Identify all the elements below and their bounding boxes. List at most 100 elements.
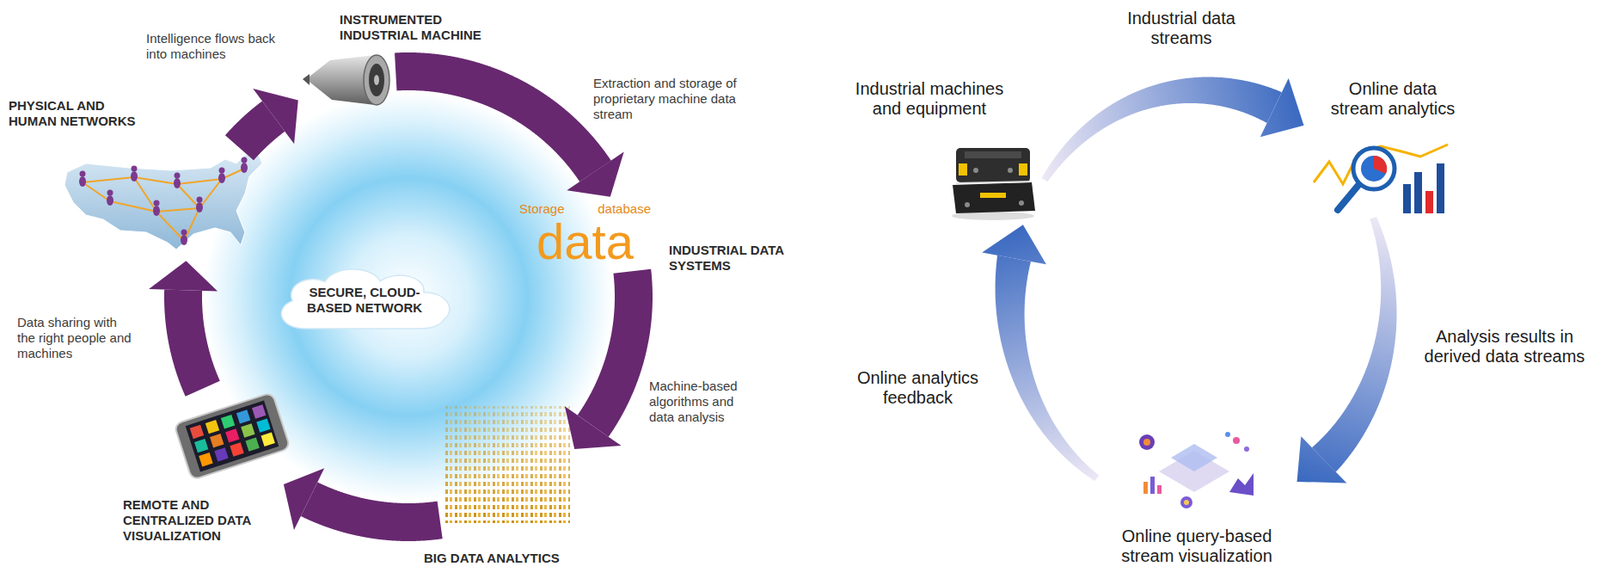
- device-top: [956, 147, 1030, 183]
- person-body: [153, 205, 160, 216]
- app-icon: [190, 424, 204, 439]
- person-head: [174, 172, 181, 179]
- person-head: [196, 196, 203, 203]
- data-dot: [1225, 431, 1231, 437]
- industrial-device: [951, 147, 1036, 221]
- app-icon: [209, 433, 224, 448]
- node-heading: INDUSTRIAL DATA SYSTEMS: [668, 242, 785, 274]
- arrow-head: [564, 405, 622, 449]
- cloud-word: Storage: [519, 201, 565, 217]
- mini-donut: [1180, 496, 1193, 509]
- pie-chart: [1360, 155, 1387, 182]
- data-dot: [1232, 436, 1240, 444]
- device-bolt: [1018, 200, 1024, 206]
- bar: [1425, 190, 1434, 214]
- node-label: Industrial machines and equipment: [843, 79, 1016, 119]
- arrow-head: [283, 467, 325, 530]
- mini-bar: [1157, 484, 1162, 494]
- device-accent: [958, 163, 968, 176]
- arrow-body: [1311, 216, 1398, 473]
- cycle-arrow: [225, 88, 299, 160]
- person-head: [79, 171, 86, 178]
- device-panel: [964, 151, 1022, 159]
- edge-label: Data sharing with the right people and m…: [17, 314, 136, 362]
- arrow-body: [1042, 77, 1282, 183]
- node-label: Online data stream analytics: [1322, 79, 1465, 119]
- person-head: [219, 167, 226, 174]
- equipment-node: Industrial machines and equipment: [816, 79, 1043, 222]
- pie-slice: [1373, 155, 1387, 174]
- arrow-body: [394, 52, 612, 182]
- cloud-outline: [281, 269, 450, 329]
- network-map: [64, 153, 263, 250]
- smartphone: [173, 392, 290, 480]
- device-base: [952, 182, 1036, 214]
- engine-fan-core: [368, 63, 385, 97]
- mini-bar: [1150, 476, 1155, 494]
- arrow-head: [1297, 435, 1348, 483]
- node-label: Online query-based stream visualization: [1110, 526, 1283, 566]
- app-icon: [205, 419, 220, 434]
- node-heading: REMOTE AND CENTRALIZED DATA VISUALIZATIO…: [122, 496, 274, 544]
- analytics-node: Online data stream analytics: [1306, 79, 1479, 215]
- arrow-head: [566, 152, 624, 197]
- jet-engine: [302, 55, 390, 105]
- donut-chart: [1139, 434, 1155, 450]
- phone-screen: [185, 400, 280, 473]
- app-icon: [240, 422, 255, 437]
- device-bolt: [973, 167, 979, 173]
- engine-nozzle: [302, 73, 310, 86]
- wordcloud-node: StoragedatabasedataINDUSTRIAL DATA SYSTE…: [514, 199, 656, 269]
- area-chart: [1229, 472, 1254, 496]
- device-highlight: [956, 181, 1032, 184]
- app-icon: [214, 447, 228, 461]
- arrow-body: [995, 255, 1100, 481]
- app-icon: [229, 441, 244, 456]
- network-map-node: PHYSICAL AND HUMAN NETWORKS: [61, 150, 269, 258]
- app-icon: [236, 409, 251, 423]
- person-body: [180, 234, 188, 246]
- device-accent: [980, 192, 1006, 198]
- arrow-body: [164, 289, 221, 397]
- network-links: [82, 168, 245, 241]
- device-accent: [1018, 163, 1028, 176]
- engine-spinner: [373, 74, 380, 86]
- flow-arrow: [981, 224, 1099, 481]
- analytics-icon: [1313, 144, 1448, 214]
- node-heading: INSTRUMENTED INDUSTRIAL MACHINE: [339, 12, 516, 43]
- app-icon: [261, 432, 276, 447]
- cycle-arrow: [148, 260, 221, 397]
- arrow-body: [300, 482, 443, 542]
- donut-hole: [1143, 438, 1151, 446]
- person-body: [173, 177, 181, 189]
- app-icon: [256, 417, 270, 432]
- engine-node: INSTRUMENTED INDUSTRIAL MACHINE: [300, 51, 393, 105]
- engine-fan: [363, 55, 390, 105]
- cycle-arrow: [394, 52, 625, 197]
- person-head: [131, 165, 138, 172]
- data-dot: [1244, 446, 1250, 452]
- cycle-arrow: [564, 269, 653, 449]
- cloud-word: database: [597, 201, 651, 217]
- binary-pattern: [444, 405, 571, 523]
- arrow-head: [981, 224, 1047, 264]
- person-body: [130, 171, 138, 182]
- mini-donut-hole: [1183, 499, 1190, 505]
- person-body: [196, 202, 203, 213]
- edge-label: Machine-based algorithms and data analys…: [649, 378, 751, 425]
- bar: [1414, 171, 1423, 214]
- flow-arrow: [1042, 77, 1305, 183]
- edge-label: Online analytics feedback: [846, 367, 989, 408]
- app-icon: [251, 404, 266, 418]
- edge-label: Industrial data streams: [1108, 8, 1255, 49]
- bar: [1436, 163, 1445, 214]
- person-body: [240, 162, 248, 173]
- app-icon: [194, 438, 209, 453]
- app-icon: [220, 414, 235, 429]
- cycle-arrow: [283, 467, 443, 541]
- visualization-node: Online query-based stream visualization: [1099, 422, 1294, 566]
- phone-body: [173, 392, 290, 480]
- cloud-label: SECURE, CLOUD-BASED NETWORK: [300, 284, 430, 316]
